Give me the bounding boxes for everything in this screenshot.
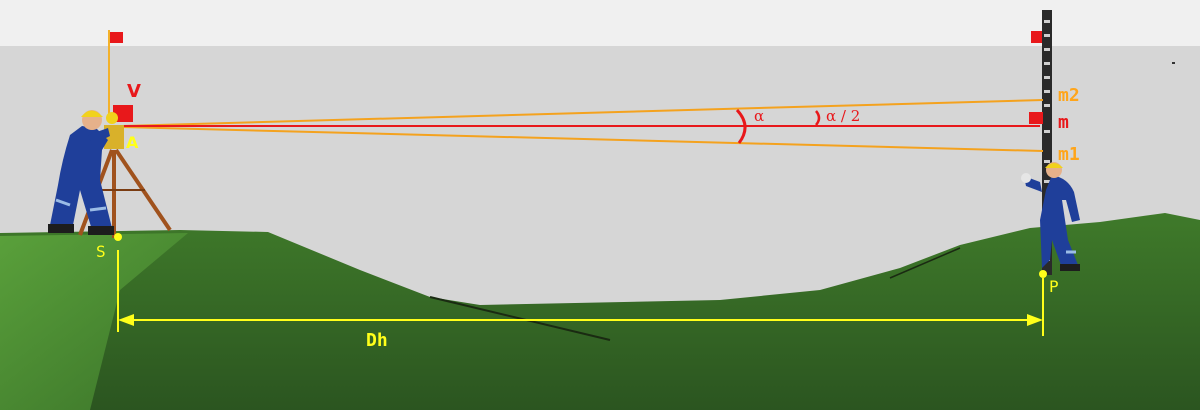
- label-alpha-half: α / 2: [826, 107, 860, 125]
- point-s-marker: [114, 233, 122, 241]
- label-dh: Dh: [366, 330, 388, 351]
- terrain: [0, 213, 1200, 410]
- terrain-ridge-line-2: [889, 247, 961, 279]
- rod-target-m: [1029, 112, 1043, 124]
- dh-arrow-left: [118, 314, 134, 326]
- terrain-left-slope: [0, 233, 188, 410]
- tiny-dark-mark: [1172, 62, 1175, 64]
- right-flag: [1031, 31, 1045, 43]
- label-alpha: α: [754, 107, 764, 125]
- label-m1: m1: [1058, 144, 1080, 165]
- label-m: m: [1058, 112, 1069, 133]
- sky-band: [0, 0, 1200, 46]
- angle-alpha-half-arc: [815, 110, 821, 126]
- left-flag: [110, 32, 123, 43]
- label-a: A: [126, 133, 139, 152]
- point-p-marker: [1039, 270, 1047, 278]
- label-m2: m2: [1058, 85, 1080, 106]
- dh-arrow-right: [1027, 314, 1043, 326]
- label-s: S: [96, 242, 106, 261]
- surveyor-with-theodolite-icon: [48, 110, 172, 238]
- label-p: P: [1049, 277, 1059, 296]
- label-v: V: [127, 81, 141, 102]
- terrain-ridge-line: [429, 296, 611, 341]
- instrument-v-marker: [113, 105, 133, 122]
- angle-alpha-arc: [735, 108, 747, 144]
- stadia-line-lower: [121, 126, 1044, 152]
- stadia-line-upper: [121, 99, 1044, 127]
- stadia-rod: [1042, 10, 1052, 275]
- rod-holder-icon: [1021, 162, 1080, 271]
